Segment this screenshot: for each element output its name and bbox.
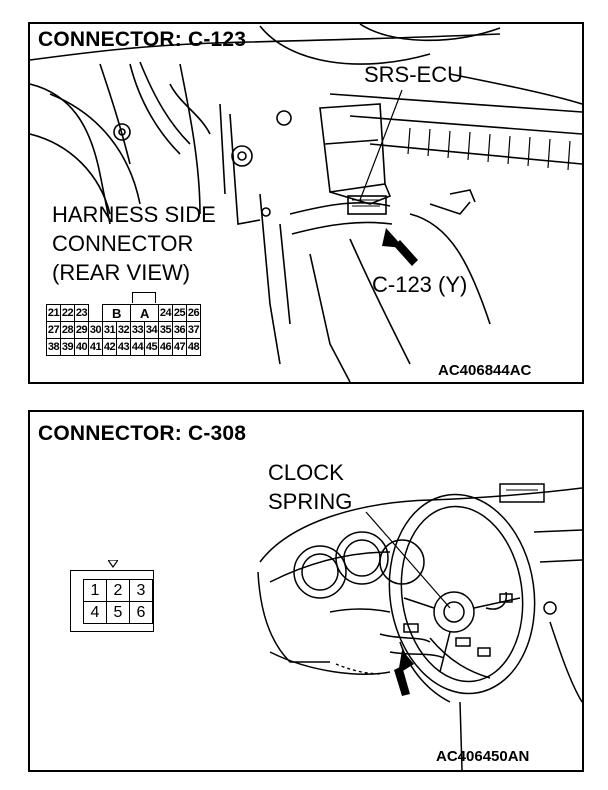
srs-ecu-label: SRS-ECU bbox=[364, 62, 464, 87]
figure-code: AC406844AC bbox=[438, 362, 532, 379]
pin-cell: 36 bbox=[172, 321, 187, 339]
pin-row-2: 4 5 6 bbox=[83, 601, 153, 624]
harness-connector-face: 21 22 23 B A 24 25 26 27 28 29 30 31 32 … bbox=[46, 304, 201, 356]
pin-cell: 40 bbox=[74, 338, 89, 356]
pin-cell: 37 bbox=[186, 321, 201, 339]
pin-row-2: 27 28 29 30 31 32 33 34 35 36 37 bbox=[46, 321, 201, 339]
pin-cell: 28 bbox=[60, 321, 75, 339]
pin-row-1: 1 2 3 bbox=[83, 579, 153, 602]
pin-cell: 24 bbox=[158, 304, 173, 322]
pin-cell: 21 bbox=[46, 304, 61, 322]
pin-cell: 2 bbox=[106, 579, 130, 602]
pin-cell: 31 bbox=[102, 321, 117, 339]
pin-cell: 22 bbox=[60, 304, 75, 322]
spring-label: SPRING bbox=[268, 489, 353, 514]
c123-connector-label: C-123 (Y) bbox=[372, 272, 468, 297]
connector-c308-panel: CONNECTOR: C-308 CLOCK SPRING AC406450AN… bbox=[28, 410, 584, 772]
pin-cell: 34 bbox=[144, 321, 159, 339]
pin-cell: 5 bbox=[106, 601, 130, 624]
connector-label: CONNECTOR bbox=[52, 231, 194, 256]
pin-cell: 35 bbox=[158, 321, 173, 339]
pin-cell: 42 bbox=[102, 338, 117, 356]
panel-title: CONNECTOR: C-308 bbox=[38, 422, 247, 445]
pin-cell: 44 bbox=[130, 338, 145, 356]
clock-label: CLOCK bbox=[268, 460, 344, 485]
pin-cell: 25 bbox=[172, 304, 187, 322]
key-triangle-icon bbox=[108, 560, 118, 568]
pin-cell: 23 bbox=[74, 304, 89, 322]
clock-spring-connector-face: 1 2 3 4 5 6 bbox=[83, 579, 153, 624]
figure-code: AC406450AN bbox=[436, 748, 530, 765]
key-b: B bbox=[102, 304, 131, 322]
srs-ecu-location-illustration bbox=[30, 24, 582, 382]
pin-cell: 32 bbox=[116, 321, 131, 339]
pin-cell: 41 bbox=[88, 338, 103, 356]
clock-spring-location-illustration bbox=[257, 483, 582, 770]
pin-cell: 30 bbox=[88, 321, 103, 339]
pin-cell: 45 bbox=[144, 338, 159, 356]
pin-cell: 33 bbox=[130, 321, 145, 339]
connector-key-tab bbox=[132, 292, 156, 303]
harness-side-label: HARNESS SIDE bbox=[52, 202, 216, 227]
pin-cell: 46 bbox=[158, 338, 173, 356]
pin-cell: 39 bbox=[60, 338, 75, 356]
clock-spring-connector-outline bbox=[70, 570, 154, 632]
pin-cell: 43 bbox=[116, 338, 131, 356]
pin-cell: 3 bbox=[129, 579, 153, 602]
connector-c123-panel: CONNECTOR: C-123 SRS-ECU HARNESS SIDE CO… bbox=[28, 22, 584, 384]
pin-cell: 29 bbox=[74, 321, 89, 339]
pin-row-3: 38 39 40 41 42 43 44 45 46 47 48 bbox=[46, 338, 201, 356]
key-a: A bbox=[130, 304, 159, 322]
pin-cell: 48 bbox=[186, 338, 201, 356]
pin-cell: 1 bbox=[83, 579, 107, 602]
rear-view-label: (REAR VIEW) bbox=[52, 260, 191, 285]
pin-row-1: 21 22 23 B A 24 25 26 bbox=[46, 304, 201, 322]
panel-title: CONNECTOR: C-123 bbox=[38, 28, 247, 51]
pin-cell: 4 bbox=[83, 601, 107, 624]
pin-cell: 27 bbox=[46, 321, 61, 339]
pin-cell-empty bbox=[88, 304, 103, 322]
pin-cell: 47 bbox=[172, 338, 187, 356]
pin-cell: 38 bbox=[46, 338, 61, 356]
pin-cell: 6 bbox=[129, 601, 153, 624]
pin-cell: 26 bbox=[186, 304, 201, 322]
